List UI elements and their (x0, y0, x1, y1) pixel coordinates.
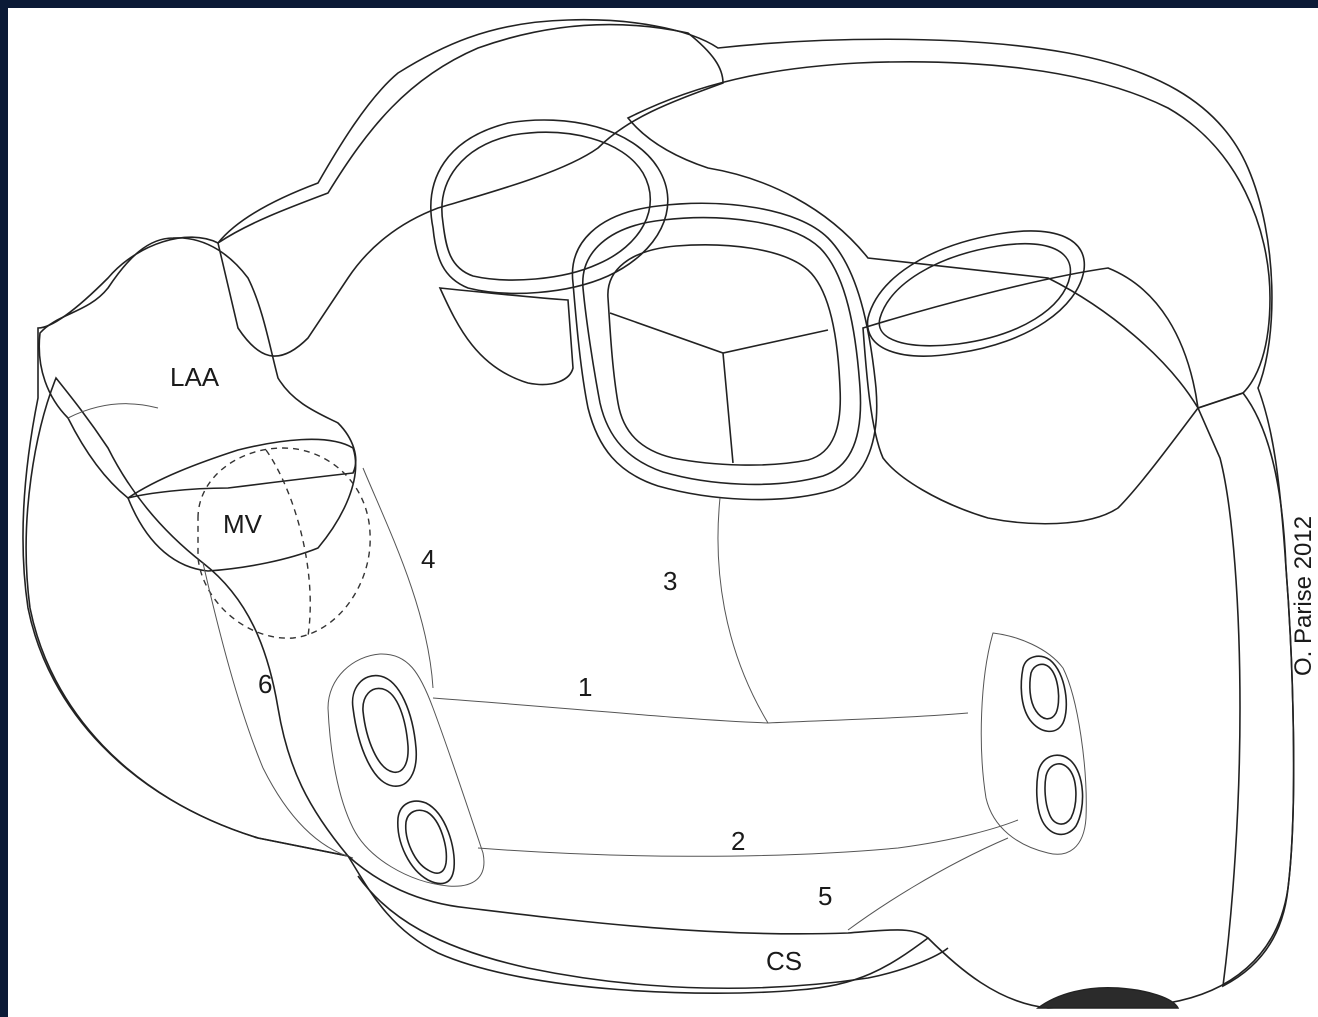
label-mv: MV (223, 509, 263, 539)
left-vein-lower-inner (406, 810, 447, 873)
label-2: 2 (731, 826, 745, 856)
right-vein-upper-inner (1030, 664, 1059, 719)
aortic-root-shade (628, 62, 1270, 408)
heart-diagram: LAA MV 1 2 3 4 5 6 CS O. Parise 2012 (8, 8, 1318, 1017)
aortic-valve-outer (572, 203, 876, 499)
left-atrium-roof (218, 25, 723, 357)
aortic-band-shade (863, 268, 1198, 524)
left-ventricle-shade (26, 378, 348, 856)
band-5 (848, 838, 1008, 930)
label-5: 5 (818, 881, 832, 911)
pulmonary-valve-inner (442, 132, 650, 280)
right-vein-upper-outer (1021, 656, 1066, 731)
left-vein-block (328, 654, 484, 886)
right-vein-block (981, 633, 1086, 854)
aortic-valve-inner (608, 245, 840, 465)
label-1: 1 (578, 672, 592, 702)
label-cs: CS (766, 946, 802, 976)
label-6: 6 (258, 669, 272, 699)
pulmonary-valve-outer (431, 120, 668, 293)
diagram-canvas: LAA MV 1 2 3 4 5 6 CS O. Parise 2012 (8, 8, 1318, 1017)
band-1-top (433, 698, 968, 723)
label-laa: LAA (170, 362, 220, 392)
right-wall-shade (1198, 393, 1294, 986)
septal-line-3 (718, 498, 768, 723)
left-vein-lower-outer (398, 801, 454, 883)
left-vein-upper-inner (363, 688, 408, 772)
label-4: 4 (421, 544, 435, 574)
mv-dashed-outline (198, 448, 370, 638)
right-valve-inner (879, 244, 1070, 346)
aortic-leaflet-lines (610, 313, 828, 463)
mv-dashed-chord (266, 450, 310, 636)
band-2-bottom (478, 820, 1018, 856)
bottom-lip-shade (1038, 988, 1178, 1008)
right-vein-lower-inner (1045, 764, 1076, 824)
cs-upper (348, 856, 928, 938)
aortic-valve-ring (583, 218, 861, 485)
mv-shape (128, 439, 356, 571)
label-3: 3 (663, 566, 677, 596)
pulmonary-underside-shade (440, 288, 573, 385)
copyright-text: O. Parise 2012 (1290, 516, 1317, 676)
